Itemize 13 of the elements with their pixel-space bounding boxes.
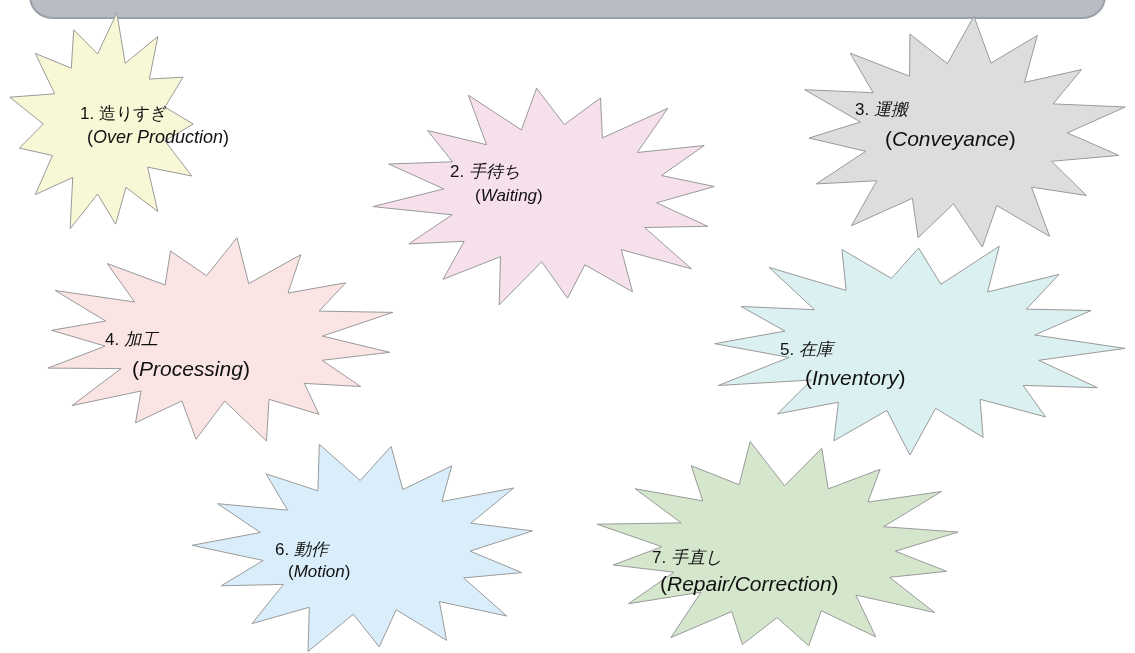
waste-heading: 6. 動作 <box>275 539 328 561</box>
waste-heading: 3. 運搬 <box>855 99 908 121</box>
waste-heading: 2. 手待ち <box>450 161 520 183</box>
waste-heading: 7. 手直し <box>652 547 722 569</box>
waste-heading: 4. 加工 <box>105 329 158 351</box>
waste-term: (Inventory) <box>805 366 906 390</box>
waste-term: (Waiting) <box>475 186 543 206</box>
waste-term: (Over Production) <box>87 127 230 148</box>
waste-term: (Conveyance) <box>885 127 1016 151</box>
waste-term: (Motion) <box>288 562 351 582</box>
waste-term: (Processing) <box>132 357 250 381</box>
waste-heading: 1. 造りすぎ <box>80 103 167 125</box>
waste-term: (Repair/Correction) <box>660 572 839 596</box>
